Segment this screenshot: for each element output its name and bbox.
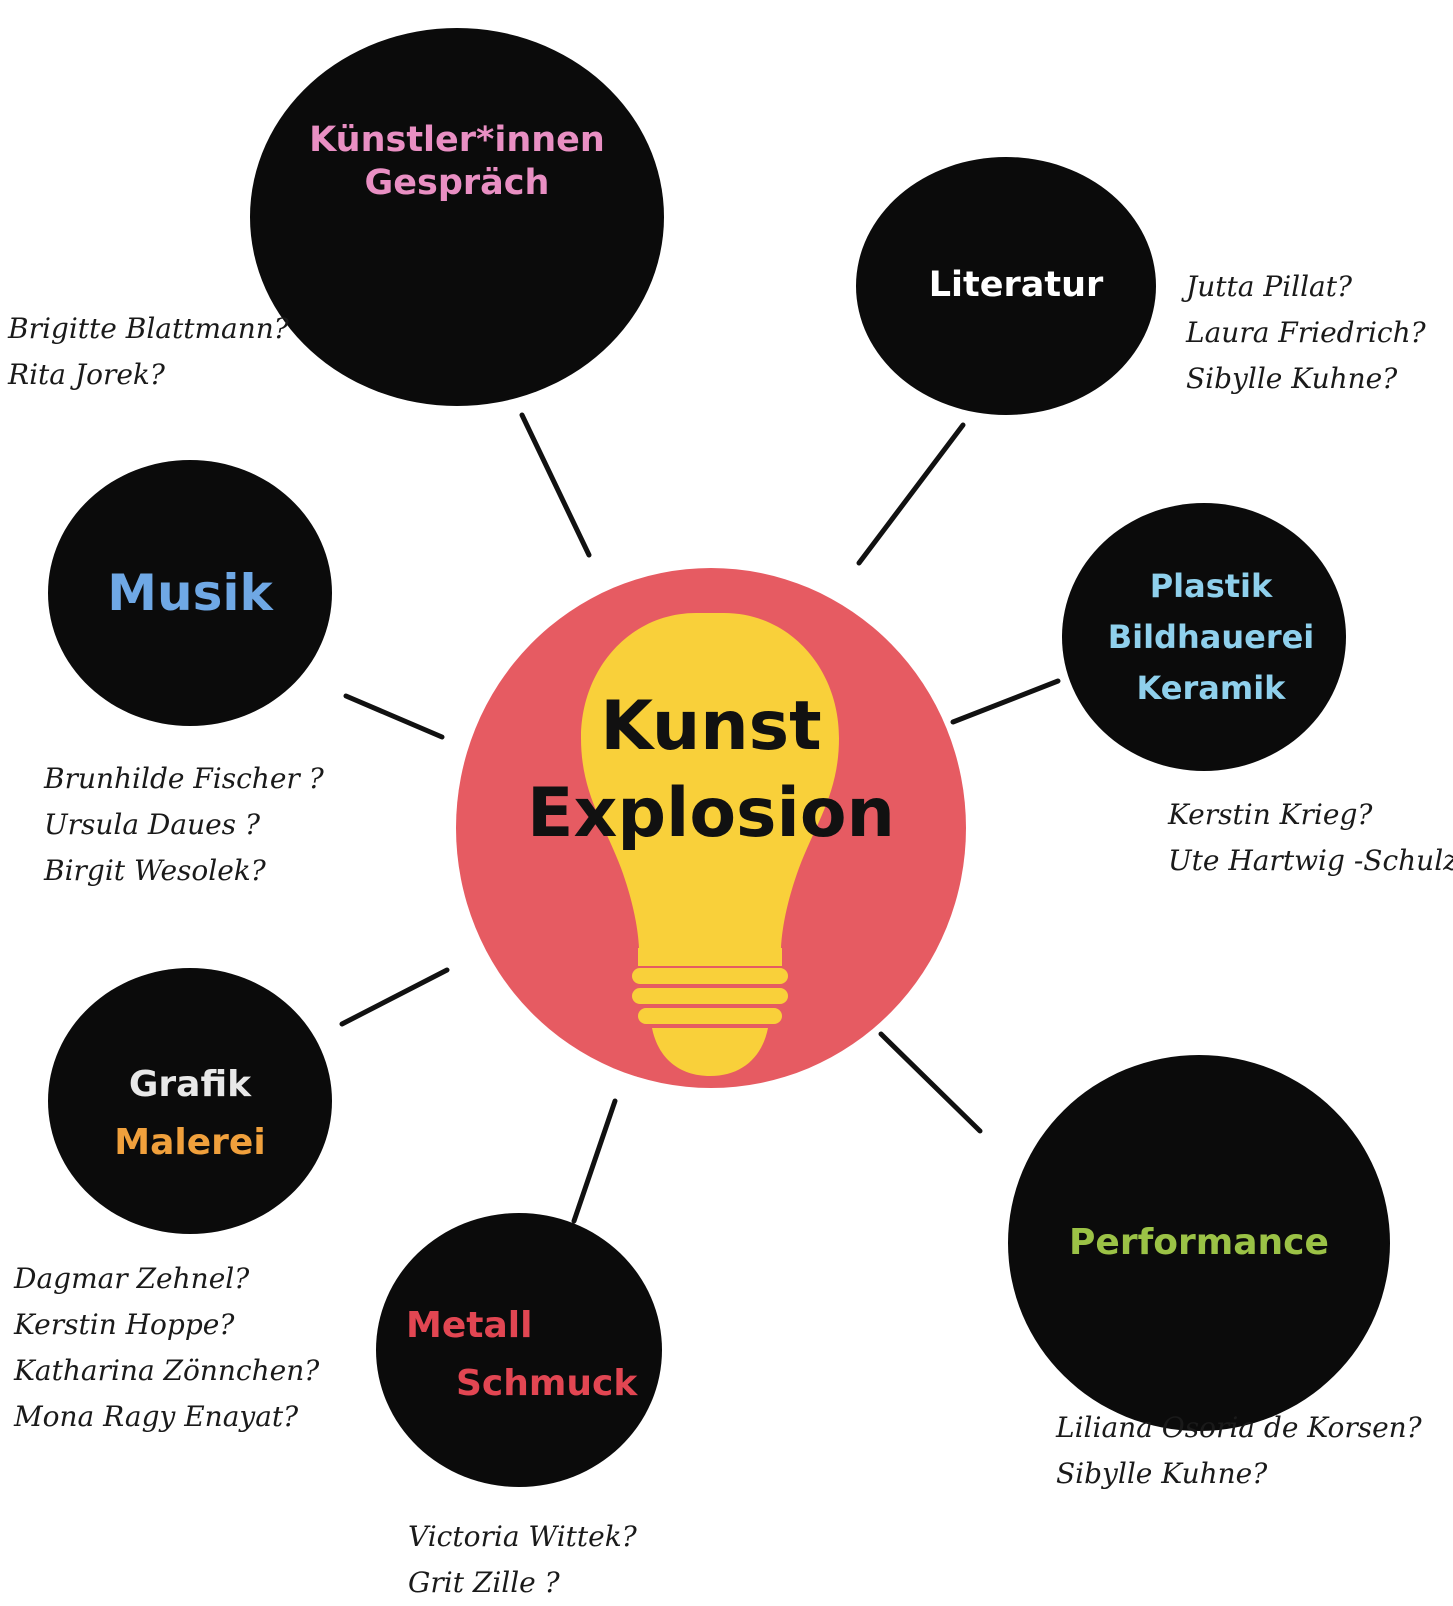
node-metall: Metall Schmuck: [376, 1213, 662, 1487]
names-literatur: Jutta Pillat? Laura Friedrich? Sibylle K…: [1186, 264, 1426, 402]
lightbulb-icon: [581, 613, 839, 1076]
connector-plastik: [950, 678, 1061, 725]
name-item: Mona Ragy Enayat?: [14, 1400, 299, 1433]
node-plastik-line2: Bildhauerei: [1107, 617, 1315, 656]
center-title-line2: Explosion: [527, 774, 895, 854]
node-kuenstler-line2: Gespräch: [364, 163, 550, 203]
connector-literatur: [856, 422, 966, 566]
node-performance: Performance: [1008, 1055, 1390, 1431]
connector-grafik: [339, 967, 450, 1027]
names-musik: Brunhilde Fischer ? Ursula Daues ? Birgi…: [44, 756, 324, 894]
node-performance-line1: Performance: [1069, 1221, 1329, 1263]
node-musik-line1: Musik: [107, 564, 273, 622]
node-metall-line1: Metall: [406, 1305, 533, 1346]
node-grafik: Grafik Malerei: [48, 968, 332, 1234]
bulb-base-ring-3: [638, 1008, 782, 1024]
name-item: Katharina Zönnchen?: [14, 1354, 320, 1387]
names-grafik: Dagmar Zehnel? Kerstin Hoppe? Katharina …: [14, 1256, 319, 1440]
bulb-base-ring-2: [632, 988, 788, 1004]
bulb-tip: [652, 1028, 768, 1076]
center-node: Kunst Explosion: [456, 568, 966, 1088]
names-performance: Liliana Osoria de Korsen? Sibylle Kuhne?: [1056, 1405, 1422, 1497]
name-item: Kerstin Hoppe?: [14, 1308, 235, 1341]
node-plastik: Plastik Bildhauerei Keramik: [1062, 503, 1346, 771]
node-musik: Musik: [48, 460, 332, 726]
name-item: Ute Hartwig -Schulz?: [1168, 844, 1453, 877]
name-item: Victoria Wittek?: [408, 1520, 637, 1553]
name-item: Dagmar Zehnel?: [14, 1262, 250, 1295]
names-kuenstler: Brigitte Blattmann? Rita Jorek?: [8, 306, 289, 398]
name-item: Brunhilde Fischer ?: [44, 762, 324, 795]
names-plastik: Kerstin Krieg? Ute Hartwig -Schulz?: [1168, 792, 1453, 884]
node-grafik-line1: Grafik: [128, 1064, 252, 1105]
name-item: Liliana Osoria de Korsen?: [1056, 1411, 1422, 1444]
node-kuenstler-gespraech: Künstler*innen Gespräch: [250, 28, 664, 406]
bulb-glass: [581, 613, 839, 948]
name-item: Jutta Pillat?: [1186, 270, 1353, 303]
connector-kuenstler: [519, 412, 592, 558]
name-item: Ursula Daues ?: [44, 808, 260, 841]
name-item: Sibylle Kuhne?: [1056, 1457, 1268, 1490]
name-item: Brigitte Blattmann?: [8, 312, 289, 345]
name-item: Birgit Wesolek?: [44, 854, 266, 887]
node-plastik-line3: Keramik: [1136, 668, 1286, 707]
name-item: Kerstin Krieg?: [1168, 798, 1373, 831]
name-item: Grit Zille ?: [408, 1566, 560, 1599]
connector-metall: [571, 1098, 618, 1224]
bulb-neck: [638, 948, 782, 966]
name-item: Sibylle Kuhne?: [1186, 362, 1398, 395]
center-title: Kunst Explosion: [456, 683, 966, 857]
node-literatur: Literatur: [856, 157, 1156, 415]
node-metall-line2: Schmuck: [456, 1363, 638, 1404]
center-title-line1: Kunst: [600, 687, 822, 766]
bulb-base-ring-1: [632, 968, 788, 984]
names-metall: Victoria Wittek? Grit Zille ?: [408, 1514, 637, 1606]
name-item: Laura Friedrich?: [1186, 316, 1426, 349]
node-plastik-line1: Plastik: [1149, 566, 1273, 605]
name-item: Rita Jorek?: [8, 358, 165, 391]
node-grafik-line2: Malerei: [114, 1122, 266, 1163]
node-literatur-line1: Literatur: [928, 265, 1104, 306]
connector-musik: [343, 693, 445, 740]
node-kuenstler-line1: Künstler*innen: [309, 119, 605, 160]
